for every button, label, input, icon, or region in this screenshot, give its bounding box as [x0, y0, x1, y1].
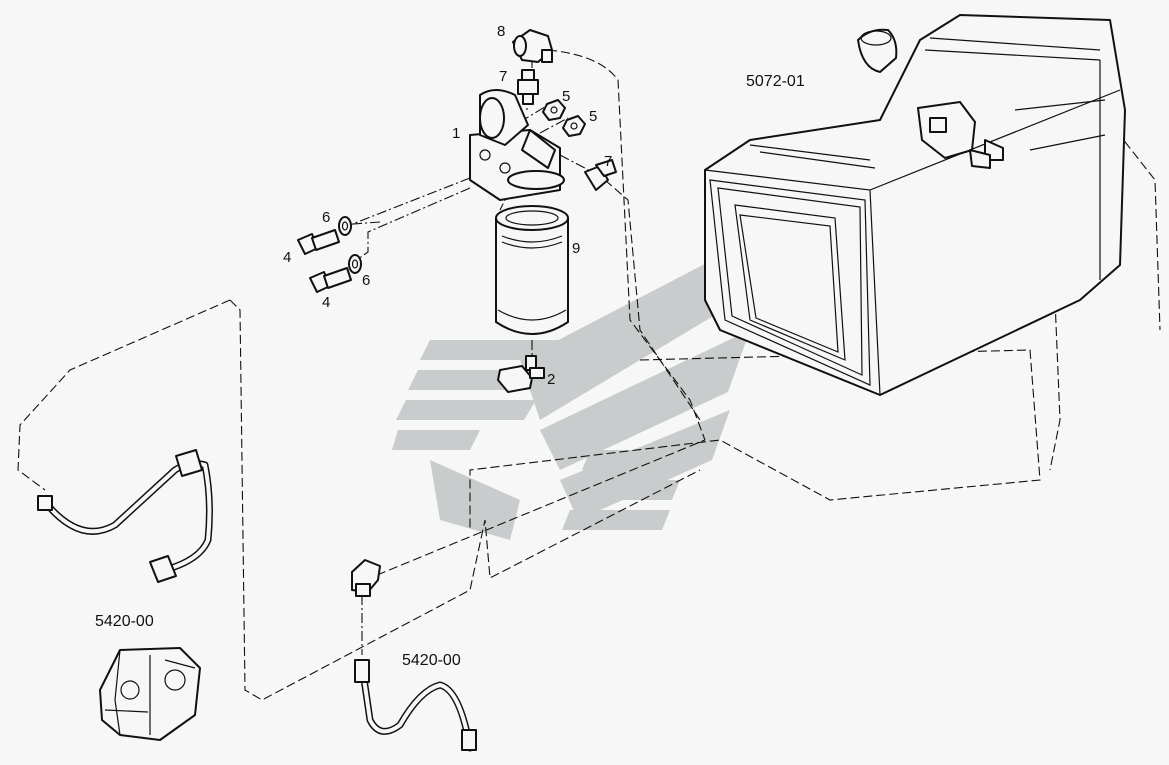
fitting-right — [584, 159, 617, 191]
callout-label: 6 — [362, 272, 370, 289]
callout-label: 8 — [497, 23, 505, 40]
callout-label: 5 — [589, 108, 597, 125]
fuel-pump — [99, 647, 201, 741]
nut-2 — [562, 115, 586, 137]
bolt-2 — [309, 267, 352, 293]
callout-labels: 1 2 4 4 5 5 6 6 7 7 8 9 — [283, 23, 612, 388]
drain-plug — [497, 355, 545, 393]
callout-label: 5 — [562, 88, 570, 105]
washer-2 — [348, 254, 362, 274]
nut-1 — [542, 99, 566, 121]
callout-label: 6 — [322, 209, 330, 226]
ref-label-fuel-tank: 5072-01 — [746, 73, 805, 90]
filter-cartridge — [495, 205, 569, 335]
ref-label-hose: 5420-00 — [402, 652, 461, 669]
ref-label-pump: 5420-00 — [95, 613, 154, 630]
callout-label: 7 — [604, 153, 612, 170]
fitting-top — [517, 69, 539, 105]
filter-head — [469, 89, 565, 201]
callout-label: 4 — [322, 294, 330, 311]
left-hose — [37, 449, 213, 583]
callout-label: 2 — [547, 371, 555, 388]
fuel-tank — [704, 14, 1126, 396]
callout-label: 7 — [499, 68, 507, 85]
fuel-lines — [17, 49, 1161, 701]
washer-1 — [338, 216, 352, 236]
callout-label: 1 — [452, 125, 460, 142]
bottom-hose — [354, 659, 477, 752]
elbow-fitting — [512, 29, 553, 63]
callout-label: 9 — [572, 240, 580, 257]
bolt-1 — [297, 229, 340, 255]
elbow-lower — [351, 559, 381, 597]
callout-label: 4 — [283, 249, 291, 266]
